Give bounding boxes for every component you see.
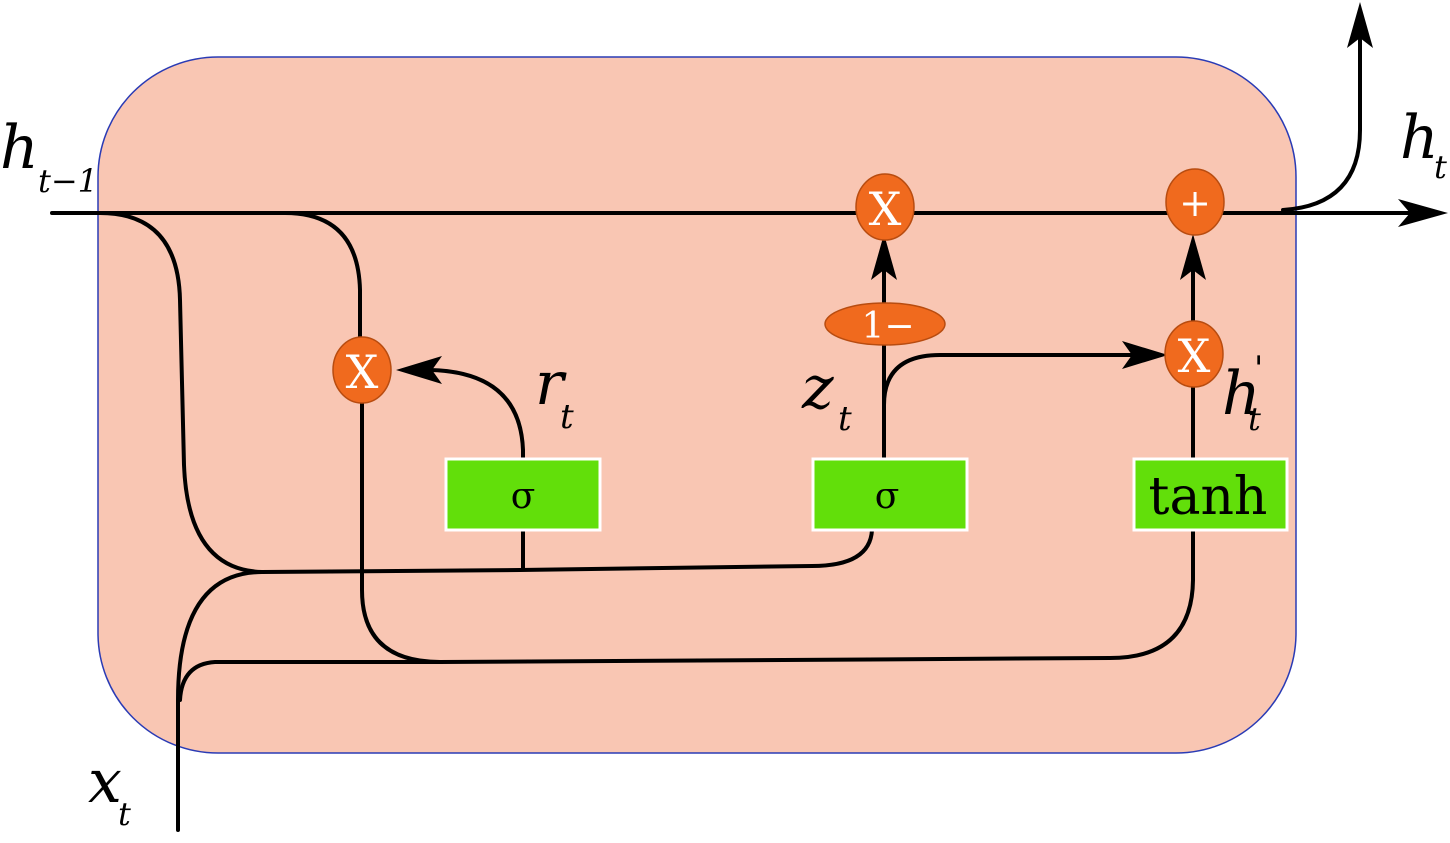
candidate-arrowhead [1180, 234, 1206, 280]
x-label: x t [88, 747, 131, 833]
r-symbol: r [535, 349, 567, 419]
reset-gate: σ [444, 457, 602, 532]
h-candidate-prime: ' [1254, 349, 1263, 389]
one-minus-node: 1− [824, 302, 946, 347]
multiply-icon: X [869, 182, 902, 236]
multiply-icon: X [1178, 329, 1211, 383]
r-subscript: t [560, 397, 574, 437]
h-candidate-subscript: t [1248, 400, 1261, 438]
h-candidate-symbol: h [1222, 359, 1261, 429]
h-candidate-label: h t ' [1222, 349, 1263, 438]
x-input-line [176, 570, 264, 832]
reset-multiply-node: X [332, 336, 392, 404]
h-out-subscript: t [1434, 148, 1447, 186]
z-to-candidate-multiply-line [882, 353, 1142, 407]
h-out-label: h t [1400, 103, 1447, 186]
h-prev-symbol: h [0, 113, 39, 183]
z-label: z t [801, 353, 852, 439]
multiply-icon: X [346, 345, 379, 399]
update-gate: σ [811, 457, 969, 532]
output-branch-arrowhead [1347, 2, 1373, 48]
candidate-gate-label: tanh [1149, 467, 1268, 527]
h-prev-label: h t−1 [0, 113, 98, 200]
r-label: r t [535, 349, 574, 437]
z-symbol: z [801, 353, 834, 423]
one-minus-label: 1− [861, 306, 914, 347]
reset-gate-label: σ [511, 476, 536, 517]
output-branch-line [1281, 38, 1362, 212]
x-subscript: t [118, 795, 131, 833]
x-symbol: x [88, 747, 122, 817]
h-prev-to-reset-line [283, 211, 362, 342]
add-node: + [1165, 168, 1225, 236]
r-arrowhead [396, 356, 442, 384]
h-prev-to-bus-line [98, 211, 874, 574]
update-multiply-node: X [855, 173, 915, 241]
candidate-gate: tanh [1132, 457, 1289, 532]
h-out-symbol: h [1400, 103, 1439, 173]
update-arrowhead [871, 234, 897, 280]
x-to-candidate-line [178, 660, 442, 702]
plus-icon: + [1179, 181, 1211, 225]
update-gate-label: σ [875, 476, 900, 517]
output-arrowhead [1398, 199, 1448, 227]
h-prev-subscript: t−1 [38, 162, 98, 200]
z-arrowhead [1122, 341, 1168, 369]
cell-body [97, 56, 1297, 754]
candidate-multiply-node: X [1164, 320, 1224, 388]
r-to-reset-multiply-line [418, 368, 525, 462]
z-subscript: t [838, 399, 852, 439]
reset-to-candidate-line [360, 396, 1195, 664]
